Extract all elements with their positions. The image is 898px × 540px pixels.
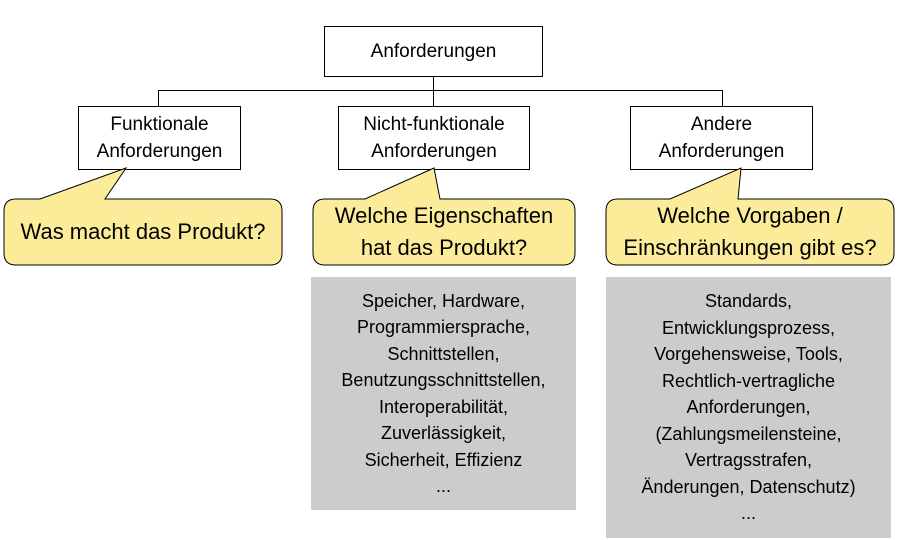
question-nonfunctional: Welche Eigenschaften hat das Produkt? (313, 199, 575, 265)
category-label-line2: Anforderungen (96, 141, 223, 162)
detail-line: Sicherheit, Effizienz (364, 449, 523, 470)
root-requirements-box: Anforderungen (324, 26, 543, 77)
category-label-line2: Anforderungen (658, 141, 785, 162)
root-label: Anforderungen (370, 41, 497, 62)
detail-line: ... (740, 503, 756, 524)
question-line: Was macht das Produkt? (20, 219, 266, 244)
question-line: Welche Vorgaben / (657, 203, 843, 228)
question-line: Welche Eigenschaften (334, 203, 554, 228)
connector-other (722, 90, 723, 106)
detail-line: Schnittstellen, (387, 343, 500, 364)
details-other: Standards, Entwicklungsprozess, Vorgehen… (606, 277, 891, 538)
question-line: Einschränkungen gibt es? (623, 235, 877, 260)
connector-root-down (433, 77, 434, 90)
detail-line: Benutzungsschnittstellen, (341, 370, 546, 390)
question-line: hat das Produkt? (360, 235, 528, 260)
detail-line: Entwicklungsprozess, (661, 317, 836, 338)
detail-line: Standards, (704, 291, 793, 312)
details-nonfunctional: Speicher, Hardware, Programmiersprache, … (311, 277, 576, 510)
detail-line: Änderungen, Datenschutz) (641, 476, 856, 497)
detail-line: Speicher, Hardware, (361, 290, 526, 311)
detail-line: Interoperabilität, (378, 396, 509, 417)
category-label-line1: Funktionale (110, 114, 209, 135)
question-other: Welche Vorgaben / Einschränkungen gibt e… (606, 199, 894, 265)
connector-horizontal (158, 90, 723, 91)
detail-line: Anforderungen, (686, 397, 811, 418)
nonfunctional-requirements-box: Nicht-funktionale Anforderungen (338, 106, 530, 170)
detail-line: Vertragsstrafen, (684, 450, 813, 471)
detail-line: Rechtlich-vertragliche (661, 370, 836, 391)
detail-line: ... (435, 476, 451, 496)
category-label-line2: Anforderungen (371, 141, 497, 162)
detail-line: (Zahlungsmeilensteine, (655, 423, 842, 444)
detail-line: Vorgehensweise, Tools, (654, 344, 843, 365)
category-label-line1: Nicht-funktionale (363, 114, 505, 135)
connector-nonfunctional (433, 90, 434, 106)
question-functional: Was macht das Produkt? (4, 199, 282, 265)
functional-requirements-box: Funktionale Anforderungen (78, 106, 241, 170)
connector-functional (158, 90, 159, 106)
category-label-line1: Andere (690, 114, 753, 135)
detail-line: Programmiersprache, (356, 317, 531, 337)
detail-line: Zuverlässigkeit, (380, 423, 507, 443)
other-requirements-box: Andere Anforderungen (630, 106, 813, 170)
